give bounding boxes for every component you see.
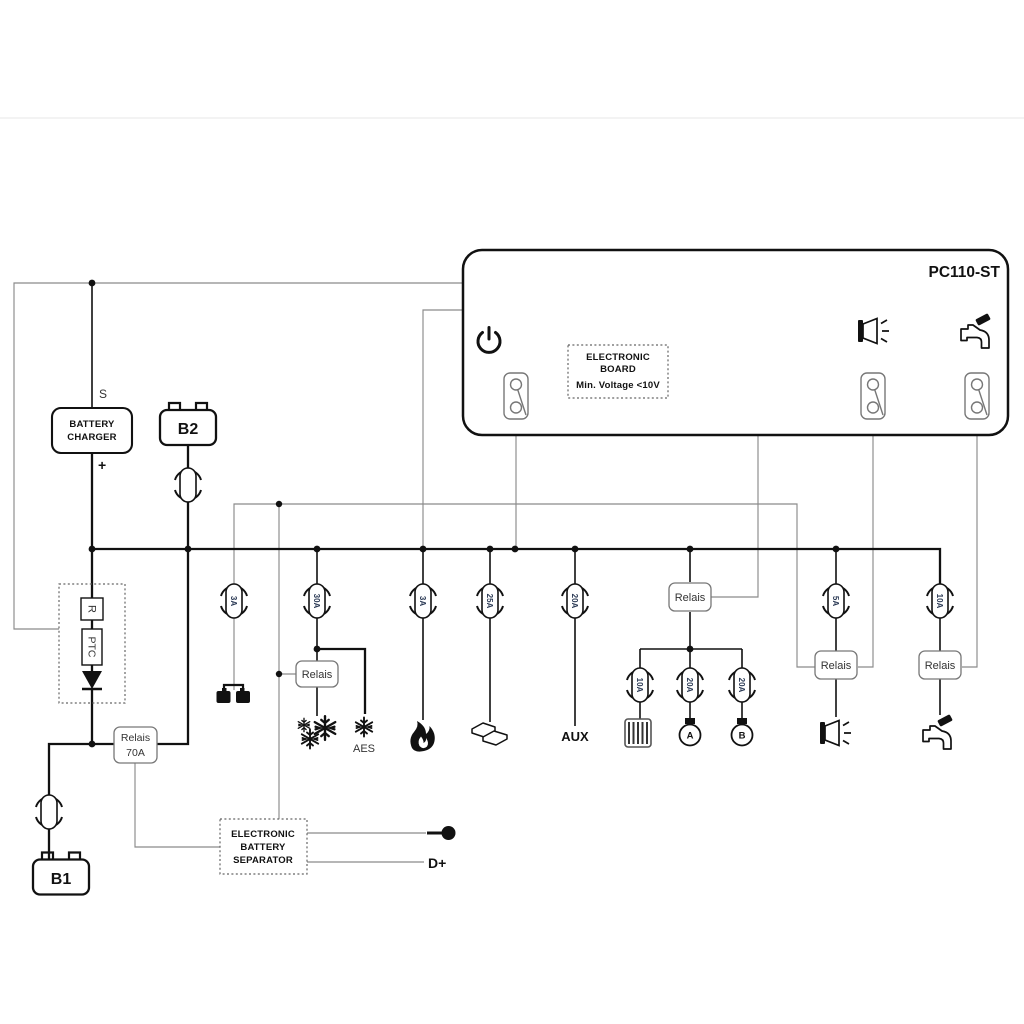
fuse-lamp-b: 20A: [728, 667, 756, 703]
pump-relay: Relais: [918, 650, 962, 680]
aux-label: AUX: [561, 729, 589, 744]
relais70-line2: 70A: [126, 747, 145, 759]
separator-line1: ELECTRONIC: [231, 829, 295, 840]
relay-contact-icon-main: [503, 372, 529, 420]
fuse-icon-b2: [174, 467, 202, 503]
flame-icon: [410, 721, 435, 752]
electronic-board: ELECTRONIC BOARD Min. Voltage <10V: [567, 344, 669, 399]
floodlight-relay: Relais: [814, 650, 858, 680]
fuse-battery-sense: 3A: [220, 583, 248, 619]
fuse-heating: 3A: [409, 583, 437, 619]
fridge-relay: Relais: [295, 660, 339, 688]
snowflake-cluster-icon: [297, 714, 337, 750]
floodlight-icon: [857, 317, 890, 345]
board-line1: ELECTRONIC: [586, 352, 650, 363]
floodlight-load-icon: [819, 719, 852, 747]
sense-label: S: [99, 387, 107, 401]
ptc-label: PTC: [86, 637, 98, 658]
svg-text:20A: 20A: [685, 678, 694, 693]
plus-label: +: [98, 457, 106, 473]
board-line2: BOARD: [600, 364, 636, 375]
svg-text:Relais: Relais: [675, 592, 706, 604]
svg-text:B: B: [739, 731, 746, 742]
r-label: R: [86, 605, 98, 613]
relais70-line1: Relais: [121, 732, 150, 744]
svg-text:Relais: Relais: [302, 669, 333, 681]
svg-text:20A: 20A: [570, 594, 579, 609]
pc110-outline: [461, 248, 1010, 437]
battery-charger: S BATTERY CHARGER +: [50, 387, 134, 473]
svg-text:3A: 3A: [418, 596, 427, 606]
pc110-unit: PC110-ST ELECTRONIC BOARD Min. Voltage <…: [461, 248, 1010, 437]
aes-label: AES: [353, 743, 375, 755]
battery-b2: B2: [158, 401, 218, 503]
separator-line2: BATTERY: [240, 842, 286, 853]
relay-contact-icon-pump: [964, 372, 990, 420]
svg-text:Relais: Relais: [925, 660, 956, 672]
fuse-heater: 10A: [626, 667, 654, 703]
main-relay-70a: Relais 70A: [113, 726, 158, 764]
separator-line3: SEPARATOR: [233, 855, 293, 866]
svg-text:Relais: Relais: [821, 660, 852, 672]
bulb-a-icon: A: [678, 717, 702, 747]
fuse-lamp-a: 20A: [676, 667, 704, 703]
pc110-title: PC110-ST: [928, 264, 1000, 281]
step-icon: [471, 722, 508, 746]
diode-icon: [80, 669, 104, 691]
dual-battery-icon: [215, 683, 252, 705]
svg-text:10A: 10A: [935, 594, 944, 609]
fuse-fridge: 30A: [303, 583, 331, 619]
fuse-aux: 20A: [561, 583, 589, 619]
fuse-icon-b1: [35, 794, 63, 830]
fuse-floodlight: 5A: [822, 583, 850, 619]
radiator-icon: [624, 718, 652, 748]
snowflake-icon: AES: [353, 716, 375, 755]
svg-text:A: A: [687, 731, 694, 742]
lights-relay: Relais: [668, 582, 712, 612]
b2-label: B2: [178, 421, 199, 438]
relay-contact-icon-floodlight: [860, 372, 886, 420]
board-line3: Min. Voltage <10V: [576, 380, 660, 391]
loads: AES AUX A B: [215, 683, 954, 755]
battery-b1: B1: [31, 794, 91, 896]
fuse-pump: 10A: [926, 583, 954, 619]
svg-text:10A: 10A: [635, 678, 644, 693]
b1-label: B1: [51, 871, 72, 888]
svg-text:3A: 3A: [229, 596, 238, 606]
charger-line2: CHARGER: [67, 432, 116, 443]
svg-text:30A: 30A: [312, 594, 321, 609]
fuse-step: 25A: [476, 583, 504, 619]
svg-text:20A: 20A: [737, 678, 746, 693]
charger-line1: BATTERY: [69, 419, 115, 430]
bulb-b-icon: B: [730, 717, 754, 747]
protection-module: R PTC: [58, 583, 126, 704]
dplus-label: D+: [428, 855, 446, 871]
tap-load-icon: [922, 713, 954, 750]
fuse-row: 3A 30A 3A 25A 20A 10A 20A 20A: [220, 583, 954, 703]
battery-separator: ELECTRONIC BATTERY SEPARATOR D+: [219, 818, 457, 875]
key-icon: [425, 824, 457, 842]
svg-text:25A: 25A: [485, 594, 494, 609]
svg-text:5A: 5A: [831, 596, 840, 606]
